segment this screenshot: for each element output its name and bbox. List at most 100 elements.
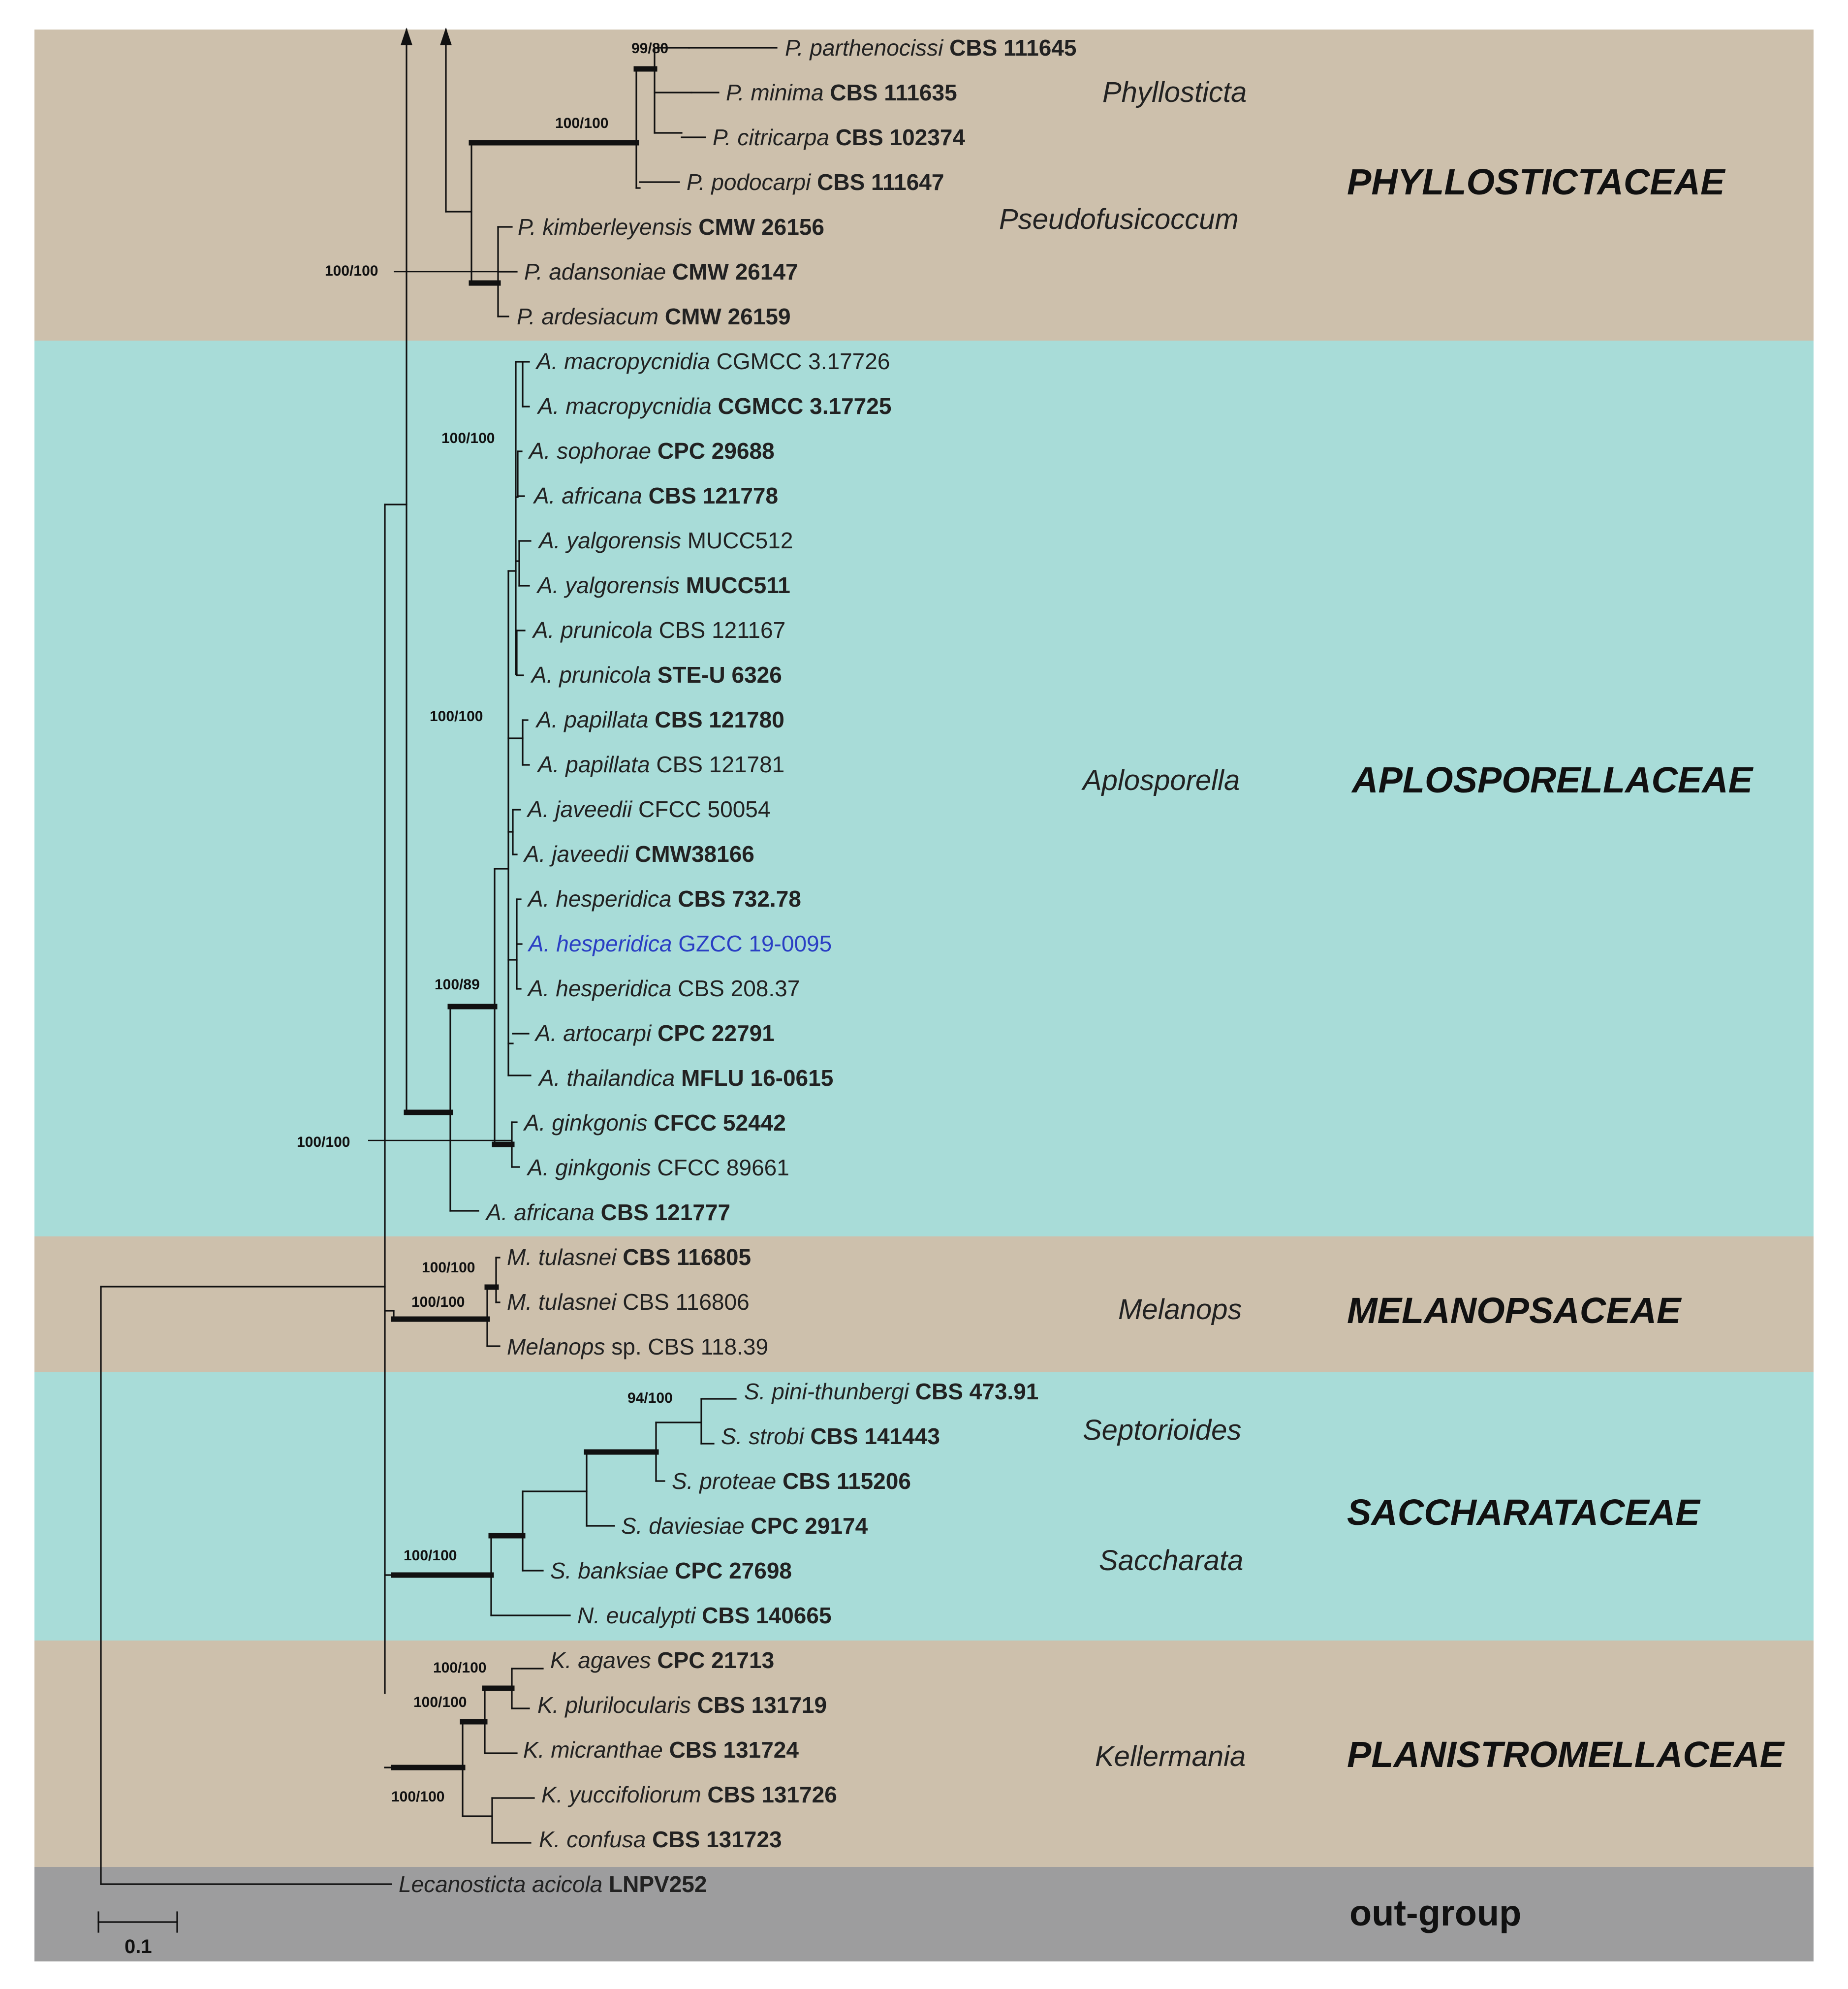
species-name: Melanops <box>507 1334 605 1359</box>
strain-number: CPC 29688 <box>651 438 775 464</box>
species-name: Lecanosticta acicola <box>399 1871 602 1897</box>
species-name: S. strobi <box>721 1423 805 1449</box>
family-labels: PHYLLOSTICTACEAEAPLOSPORELLACEAEMELANOPS… <box>1347 161 1785 1933</box>
taxon-label: Melanops sp. CBS 118.39 <box>507 1334 768 1359</box>
tree-branches <box>100 28 778 1885</box>
species-name: A. javeedii <box>523 841 629 867</box>
support-leader-lines <box>368 271 512 1141</box>
support-value: 100/100 <box>404 1547 457 1564</box>
species-name: S. banksiae <box>550 1558 668 1583</box>
species-name: A. thailandica <box>537 1065 675 1091</box>
strain-number: CBS 115206 <box>776 1468 911 1494</box>
scale-bar: 0.1 <box>97 1911 178 1957</box>
family-label: PHYLLOSTICTACEAE <box>1347 161 1726 202</box>
taxon-label: S. banksiae CPC 27698 <box>550 1558 792 1583</box>
genus-label: Saccharata <box>1099 1545 1243 1577</box>
strain-number: CBS 131726 <box>701 1782 837 1807</box>
strain-number: CBS 111635 <box>824 80 957 105</box>
strain-number: CBS 131719 <box>691 1692 827 1718</box>
taxon-label: A. africana CBS 121777 <box>485 1200 730 1225</box>
strain-number: MUCC512 <box>681 528 793 553</box>
species-name: A. hesperidica <box>527 931 672 956</box>
family-band-melanopsaceae <box>34 1236 1814 1372</box>
support-value: 100/100 <box>441 430 495 446</box>
family-band-saccharataceae <box>34 1372 1814 1641</box>
species-name: A. hesperidica <box>527 976 672 1001</box>
taxon-label: A. prunicola STE-U 6326 <box>530 662 782 688</box>
species-name: K. plurilocularis <box>537 1692 691 1718</box>
genus-label: Pseudofusicoccum <box>999 203 1239 235</box>
taxon-label: A. ginkgonis CFCC 52442 <box>523 1110 786 1136</box>
strain-number: CBS 473.91 <box>909 1379 1038 1404</box>
strain-number: CBS 121781 <box>650 752 785 777</box>
taxon-label: A. papillata CBS 121781 <box>536 752 784 777</box>
strain-number: CBS 121777 <box>595 1200 730 1225</box>
arrow-up-icon <box>440 28 452 45</box>
strain-number: CBS 121167 <box>653 617 785 643</box>
taxon-label: S. strobi CBS 141443 <box>721 1423 940 1449</box>
genus-label: Melanops <box>1118 1294 1242 1326</box>
taxon-label: P. citricarpa CBS 102374 <box>713 125 966 150</box>
strain-number: CBS 111645 <box>943 35 1076 61</box>
taxon-label: K. micranthae CBS 131724 <box>523 1737 799 1763</box>
genus-label: Septorioides <box>1083 1414 1241 1446</box>
strain-number: CFCC 52442 <box>648 1110 786 1136</box>
species-name: A. africana <box>485 1200 595 1225</box>
species-name: A. yalgorensis <box>536 572 680 598</box>
strain-number: CBS 116806 <box>616 1289 749 1315</box>
genus-label: Kellermania <box>1095 1740 1246 1772</box>
taxon-label: A. prunicola CBS 121167 <box>532 617 785 643</box>
species-name: A. macropycnidia <box>535 348 710 374</box>
family-bands <box>34 30 1814 1961</box>
species-name: A. ginkgonis <box>526 1155 651 1180</box>
species-name: P. citricarpa <box>713 125 829 150</box>
strain-number: CBS 141443 <box>804 1423 940 1449</box>
family-label: out-group <box>1349 1893 1521 1933</box>
strain-number: CBS 121778 <box>642 483 778 508</box>
strain-number: MFLU 16-0615 <box>675 1065 833 1091</box>
strain-number: CMW 26159 <box>658 304 790 329</box>
family-label: PLANISTROMELLACEAE <box>1347 1734 1785 1775</box>
species-name: K. agaves <box>550 1647 651 1673</box>
taxon-label: A. hesperidica CBS 732.78 <box>527 886 801 912</box>
family-band-planistromellaceae <box>34 1641 1814 1867</box>
support-value: 100/100 <box>411 1294 465 1310</box>
species-name: A. hesperidica <box>527 886 672 912</box>
strain-number: CBS 208.37 <box>672 976 800 1001</box>
species-name: A. prunicola <box>532 617 653 643</box>
taxon-label: A. yalgorensis MUCC512 <box>537 528 793 553</box>
species-name: A. artocarpi <box>534 1020 652 1046</box>
taxon-label: S. daviesiae CPC 29174 <box>621 1513 868 1539</box>
taxon-label: N. eucalypti CBS 140665 <box>577 1603 832 1628</box>
species-name: P. ardesiacum <box>517 304 658 329</box>
family-band-phyllostictaceae <box>34 30 1814 341</box>
genus-label: Phyllosticta <box>1102 76 1247 108</box>
taxon-label: P. adansoniae CMW 26147 <box>524 259 798 284</box>
taxon-label: A. hesperidica GZCC 19-0095 <box>527 931 832 956</box>
strain-number: CPC 29174 <box>745 1513 868 1539</box>
strain-number: CPC 21713 <box>651 1647 775 1673</box>
strain-number: CBS 131724 <box>663 1737 799 1763</box>
species-name: K. yuccifoliorum <box>541 1782 701 1807</box>
strain-number: CBS 116805 <box>616 1244 751 1270</box>
strain-number: CMW 26147 <box>666 259 798 284</box>
taxon-label: K. confusa CBS 131723 <box>539 1827 782 1852</box>
support-value: 100/100 <box>391 1789 444 1805</box>
strain-number: CBS 118.39 <box>642 1334 768 1359</box>
species-name: A. sophorae <box>528 438 651 464</box>
species-name: S. pini-thunbergi <box>744 1379 910 1404</box>
species-name: S. daviesiae <box>621 1513 745 1539</box>
strain-number: CGMCC 3.17726 <box>710 348 890 374</box>
support-value: 100/100 <box>422 1260 475 1276</box>
species-name: M. tulasnei <box>507 1244 617 1270</box>
support-value: 100/100 <box>555 115 608 131</box>
taxon-label: A. macropycnidia CGMCC 3.17725 <box>536 393 891 419</box>
species-name: A. papillata <box>535 707 649 732</box>
arrow-up-icon <box>401 28 412 45</box>
species-name: A. ginkgonis <box>523 1110 648 1136</box>
support-value: 100/100 <box>325 263 378 279</box>
support-value: 100/100 <box>430 708 483 725</box>
taxon-label: A. javeedii CFCC 50054 <box>526 796 770 822</box>
taxon-label: A. africana CBS 121778 <box>532 483 778 508</box>
